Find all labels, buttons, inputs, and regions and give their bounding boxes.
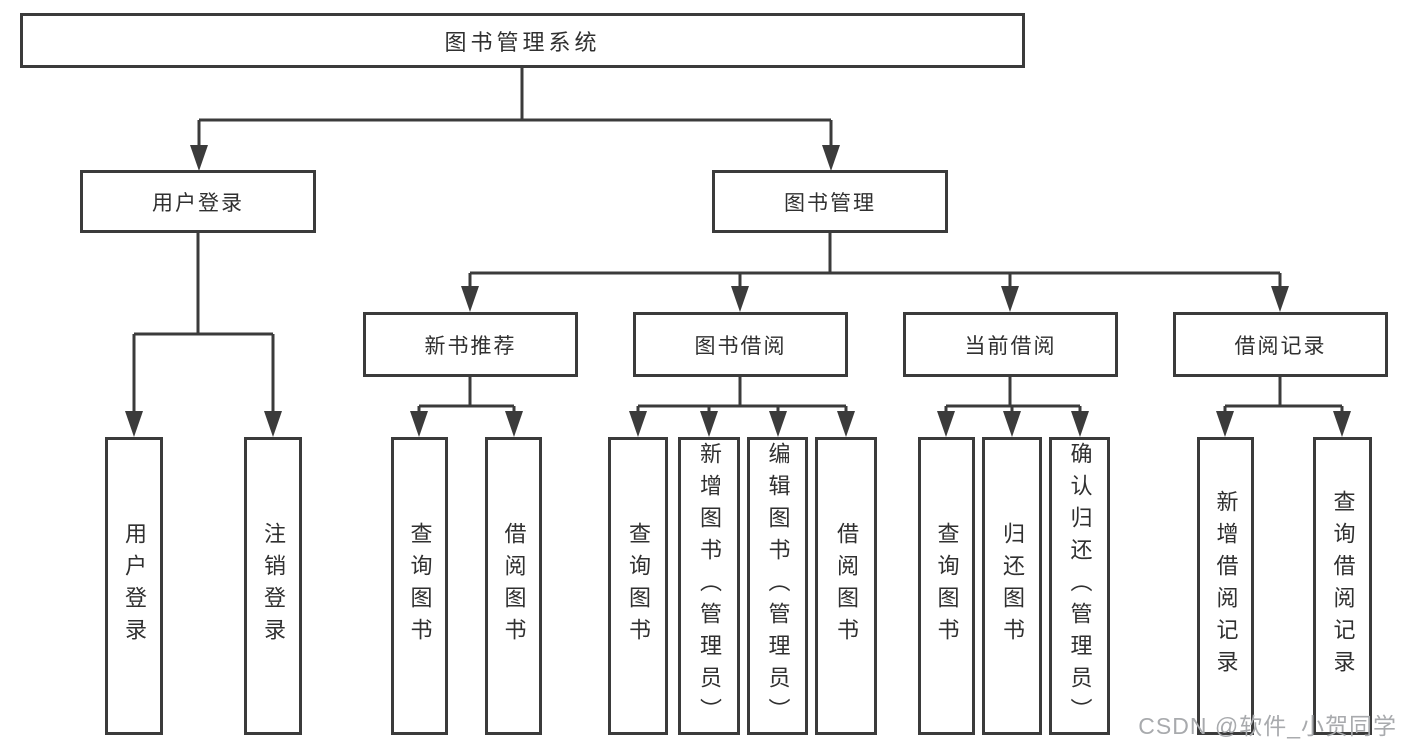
leaf-label: 查询图书: [934, 522, 960, 650]
leaf-label: 注销登录: [261, 522, 286, 650]
node-user-login: 用户登录: [80, 170, 316, 233]
leaf-query-books-1: 查询图书: [391, 437, 448, 735]
leaf-add-book-admin: 新增图书（管理员）: [678, 437, 740, 735]
leaf-return-book: 归还图书: [982, 437, 1042, 735]
leaf-logout: 注销登录: [244, 437, 302, 735]
leaf-label: 借阅图书: [834, 522, 859, 650]
node-book-management: 图书管理: [712, 170, 948, 233]
leaf-borrow-books-1: 借阅图书: [485, 437, 542, 735]
leaf-label: 编辑图书（管理员）: [765, 442, 791, 730]
leaf-query-books-2: 查询图书: [608, 437, 668, 735]
leaf-label: 用户登录: [122, 522, 147, 650]
leaf-label: 确认归还（管理员）: [1067, 442, 1093, 730]
leaf-query-borrow-record: 查询借阅记录: [1313, 437, 1372, 735]
leaf-label: 查询图书: [626, 522, 651, 650]
leaf-borrow-books-2: 借阅图书: [815, 437, 877, 735]
leaf-label: 查询图书: [407, 522, 433, 650]
leaf-add-borrow-record: 新增借阅记录: [1197, 437, 1254, 735]
leaf-label: 归还图书: [1000, 522, 1025, 650]
leaf-query-books-3: 查询图书: [918, 437, 975, 735]
leaf-label: 新增借阅记录: [1213, 490, 1239, 682]
leaf-label: 新增图书（管理员）: [697, 442, 722, 730]
leaf-user-login: 用户登录: [105, 437, 163, 735]
node-borrow-records: 借阅记录: [1173, 312, 1388, 377]
leaf-confirm-return-admin: 确认归还（管理员）: [1049, 437, 1110, 735]
leaf-label: 查询借阅记录: [1330, 490, 1356, 682]
leaf-edit-book-admin: 编辑图书（管理员）: [747, 437, 808, 735]
node-current-borrow: 当前借阅: [903, 312, 1118, 377]
node-new-book-recommend: 新书推荐: [363, 312, 578, 377]
node-root: 图书管理系统: [20, 13, 1025, 68]
node-book-borrow: 图书借阅: [633, 312, 848, 377]
watermark: CSDN @软件_小贺同学: [1138, 713, 1397, 739]
leaf-label: 借阅图书: [501, 522, 527, 650]
